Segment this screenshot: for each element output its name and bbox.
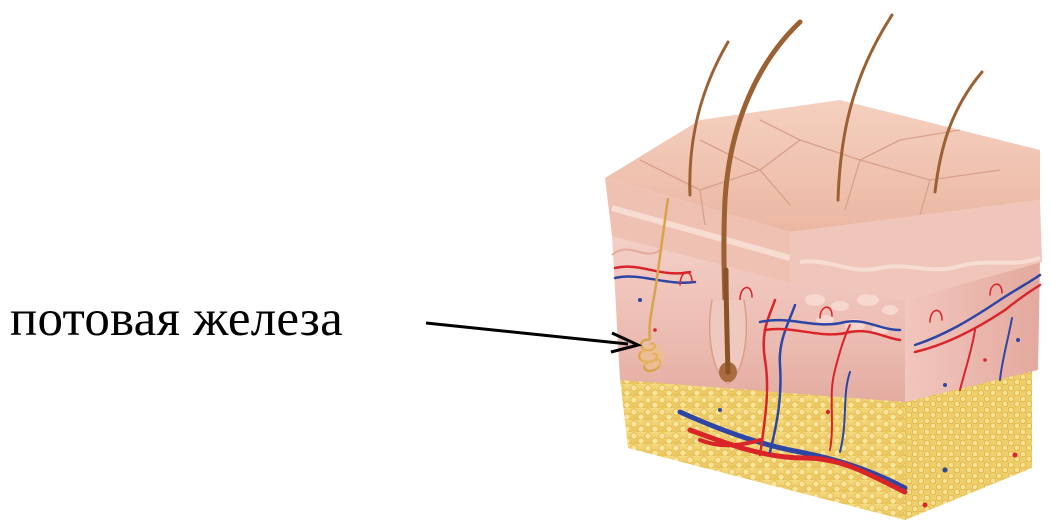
pointer-arrow	[426, 323, 638, 352]
